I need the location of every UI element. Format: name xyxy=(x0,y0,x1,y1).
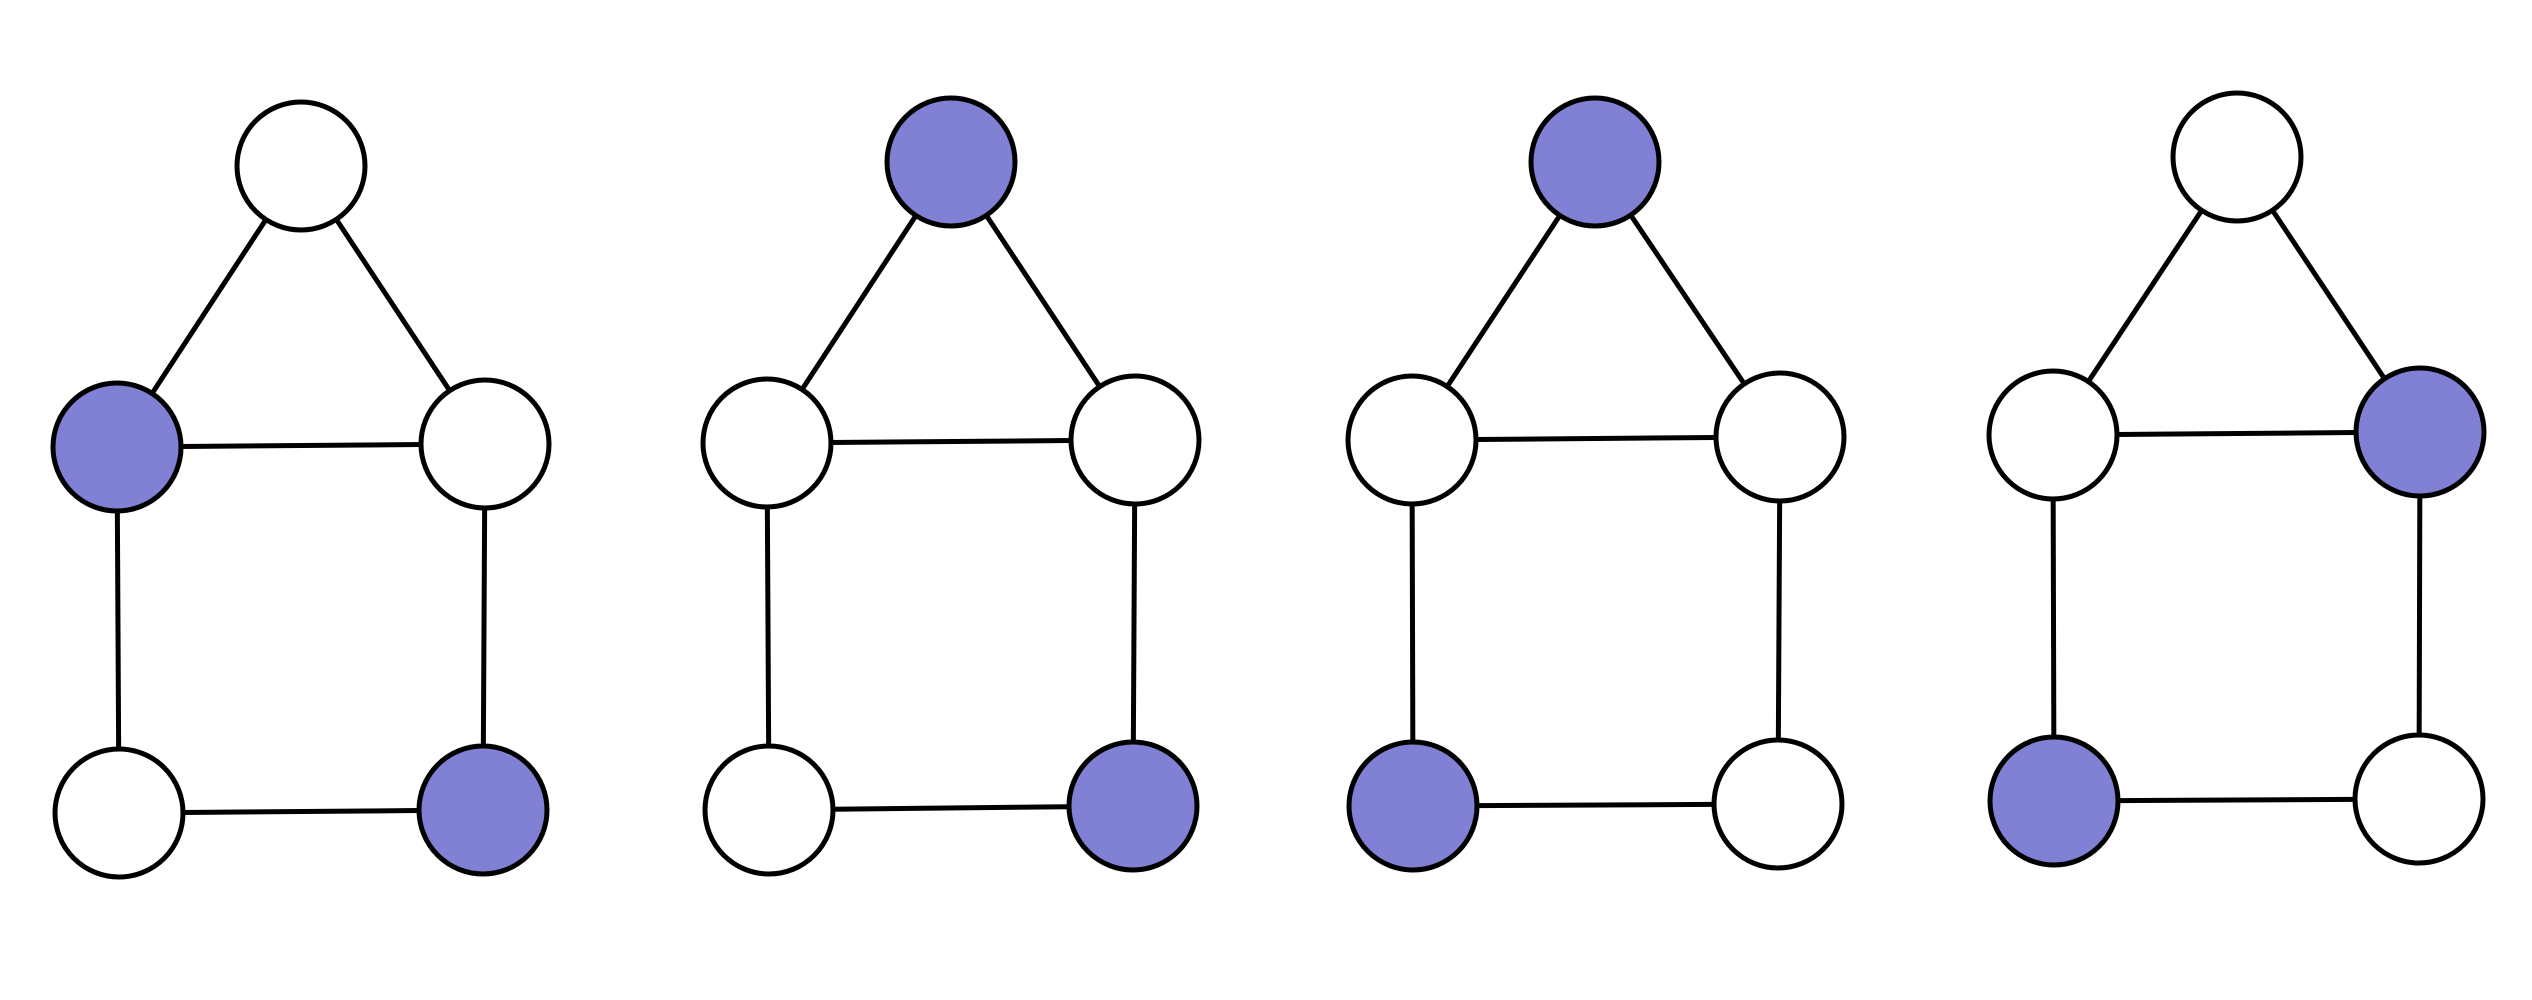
node-bottom-left xyxy=(702,743,836,877)
edge-mid-left-bottom-left xyxy=(1409,503,1416,743)
node-top-selected xyxy=(1528,95,1662,229)
node-mid-left xyxy=(1986,368,2120,502)
edge-mid-left-mid-right xyxy=(180,442,422,449)
graph-panel-1 xyxy=(50,99,552,880)
node-bottom-right-selected xyxy=(416,743,550,877)
edge-bottom-left-bottom-right xyxy=(182,808,420,815)
graph-panel-4 xyxy=(1986,90,2487,868)
node-bottom-right xyxy=(1711,737,1845,871)
edge-mid-left-bottom-left xyxy=(764,506,772,747)
edge-top-mid-right xyxy=(2270,208,2387,381)
edge-mid-right-bottom-right xyxy=(480,507,488,747)
edge-mid-left-mid-right xyxy=(2116,430,2357,437)
node-bottom-left-selected xyxy=(1987,734,2121,868)
edge-mid-left-bottom-left xyxy=(114,510,122,750)
graph-panel-3 xyxy=(1345,95,1847,873)
node-bottom-right xyxy=(2352,732,2486,866)
edge-bottom-left-bottom-right xyxy=(832,804,1070,812)
node-mid-right xyxy=(418,377,552,511)
edge-bottom-left-bottom-right xyxy=(1476,801,1715,809)
node-top-selected xyxy=(884,95,1018,229)
edge-mid-right-bottom-right xyxy=(2416,495,2423,736)
node-mid-right-selected xyxy=(2353,365,2487,499)
node-mid-left xyxy=(1345,373,1479,507)
node-bottom-left xyxy=(52,746,186,880)
edge-mid-left-mid-right xyxy=(830,438,1072,445)
edge-top-mid-right xyxy=(334,217,452,393)
node-mid-left-selected xyxy=(50,380,184,514)
node-bottom-right-selected xyxy=(1066,739,1200,873)
node-mid-left xyxy=(700,376,834,510)
edge-top-mid-right xyxy=(1628,213,1747,386)
edge-bottom-left-bottom-right xyxy=(2117,796,2356,804)
node-top xyxy=(234,99,368,233)
edge-mid-left-mid-right xyxy=(1475,435,1717,442)
node-top xyxy=(2170,90,2304,224)
edge-top-mid-left xyxy=(799,214,919,391)
graph-panel-2 xyxy=(700,95,1202,877)
edge-mid-right-bottom-right xyxy=(1130,503,1138,743)
edge-top-mid-right xyxy=(984,213,1102,389)
edge-mid-right-bottom-right xyxy=(1775,500,1783,741)
node-mid-right xyxy=(1068,373,1202,507)
edge-top-mid-left xyxy=(1445,214,1562,388)
node-mid-right xyxy=(1713,370,1847,504)
edge-top-mid-left xyxy=(2086,208,2204,384)
edge-top-mid-left xyxy=(149,218,269,395)
edge-mid-left-bottom-left xyxy=(2050,498,2057,738)
node-bottom-left-selected xyxy=(1346,739,1480,873)
